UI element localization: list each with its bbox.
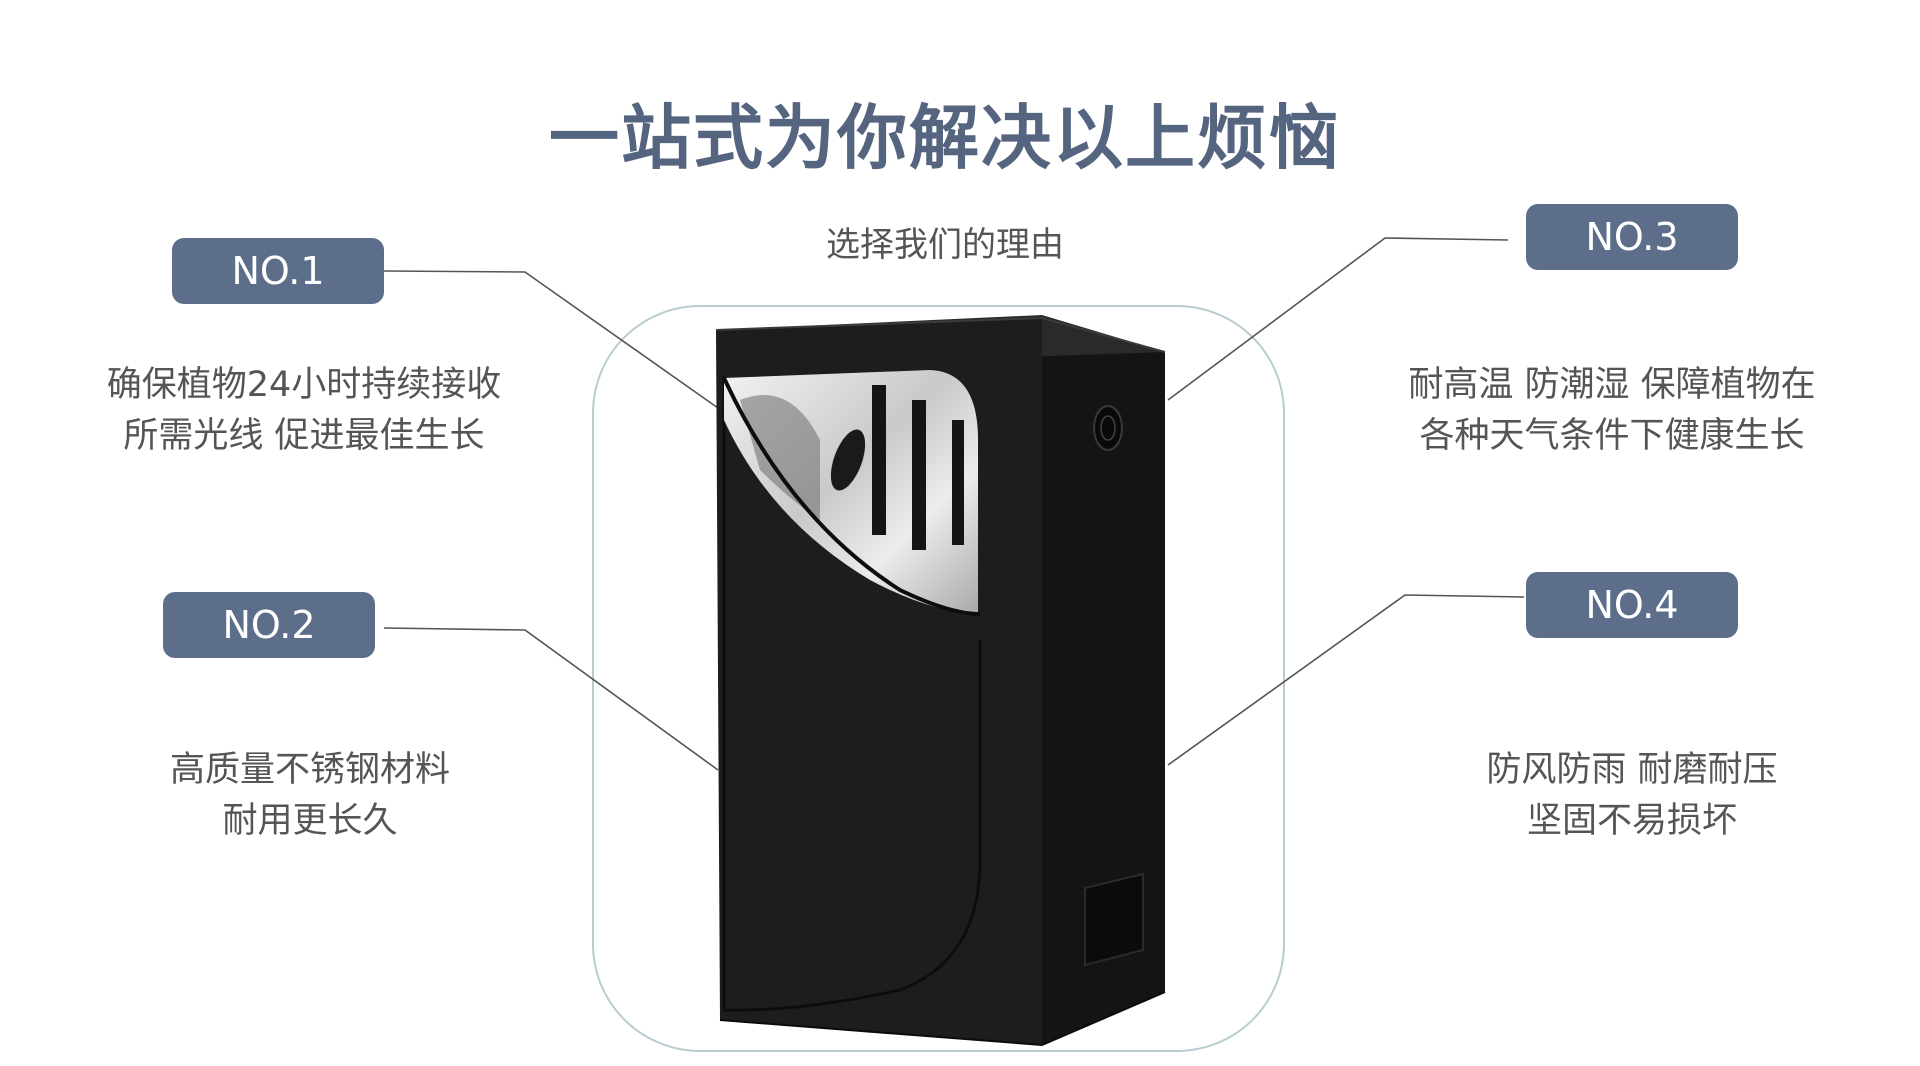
feature-no3-line1: 耐高温 防潮湿 保障植物在 bbox=[1408, 365, 1816, 405]
feature-no3-line2: 各种天气条件下健康生长 bbox=[1419, 416, 1805, 456]
feature-no4-line1: 防风防雨 耐磨耐压 bbox=[1486, 750, 1778, 790]
leader-lines bbox=[383, 237, 1525, 771]
badge-no3: NO.3 bbox=[1526, 204, 1738, 270]
feature-no1-line2: 所需光线 促进最佳生长 bbox=[123, 416, 485, 456]
leader-line-no3 bbox=[1167, 237, 1509, 401]
badge-no2: NO.2 bbox=[163, 592, 375, 658]
feature-no2-text: 高质量不锈钢材料 耐用更长久 bbox=[80, 745, 540, 847]
feature-no4-line2: 坚固不易损坏 bbox=[1526, 801, 1737, 841]
feature-no2-line2: 耐用更长久 bbox=[222, 801, 398, 841]
badge-no4: NO.4 bbox=[1526, 572, 1738, 638]
feature-no1-text: 确保植物24小时持续接收 所需光线 促进最佳生长 bbox=[74, 360, 534, 462]
feature-no4-text: 防风防雨 耐磨耐压 坚固不易损坏 bbox=[1402, 745, 1862, 847]
badge-no1: NO.1 bbox=[172, 238, 384, 304]
leader-line-no2 bbox=[383, 627, 719, 771]
leader-line-no1 bbox=[383, 270, 719, 409]
feature-no1-line1: 确保植物24小时持续接收 bbox=[106, 365, 502, 405]
page-title: 一站式为你解决以上烦恼 bbox=[549, 97, 1341, 179]
feature-no3-text: 耐高温 防潮湿 保障植物在 各种天气条件下健康生长 bbox=[1382, 360, 1842, 462]
grow-tent-icon bbox=[715, 315, 1166, 1047]
page-subtitle: 选择我们的理由 bbox=[826, 225, 1064, 265]
feature-no2-line1: 高质量不锈钢材料 bbox=[169, 750, 450, 790]
leader-line-no4 bbox=[1167, 594, 1525, 766]
